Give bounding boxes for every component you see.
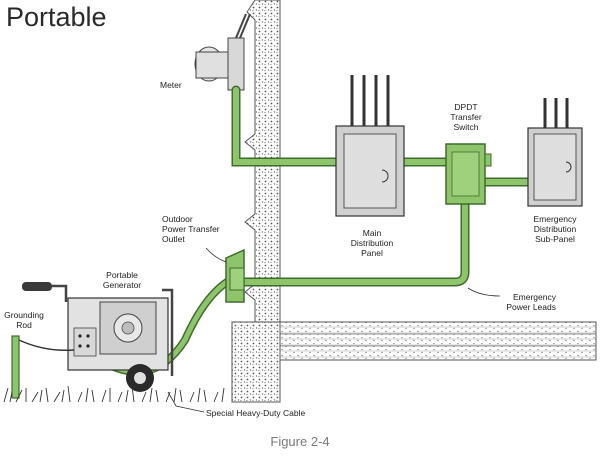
cable-label-text: Special Heavy-Duty Cable bbox=[206, 408, 306, 418]
main-panel-label-line: Panel bbox=[361, 248, 383, 258]
main-panel-label: Main Distribution Panel bbox=[340, 228, 404, 258]
outdoor-outlet-label-line: Outdoor bbox=[162, 214, 193, 224]
grounding-rod-label: Grounding Rod bbox=[2, 310, 46, 330]
grounding-rod-label-line: Rod bbox=[16, 320, 32, 330]
meter-label: Meter bbox=[160, 80, 182, 90]
emergency-sub-panel bbox=[527, 98, 583, 207]
dpdt-switch-label: DPDT Transfer Switch bbox=[438, 102, 494, 132]
portable-generator-label: Portable Generator bbox=[92, 270, 152, 290]
grounding-rod bbox=[11, 335, 75, 399]
figure-caption: Figure 2-4 bbox=[270, 434, 330, 449]
dpdt-switch-label-line: DPDT bbox=[454, 102, 478, 112]
grass bbox=[3, 385, 225, 403]
power-leads-label: Emergency Power Leads bbox=[490, 292, 556, 312]
sub-panel-label-line: Sub-Panel bbox=[535, 234, 575, 244]
page-title: Portable bbox=[6, 2, 107, 32]
sub-panel-label-line: Emergency bbox=[533, 214, 577, 224]
leader-lines bbox=[167, 247, 501, 413]
power-leads-label-line: Power Leads bbox=[506, 302, 556, 312]
meter bbox=[194, 13, 251, 91]
outdoor-outlet-label-line: Outlet bbox=[162, 234, 185, 244]
dpdt-transfer-switch bbox=[445, 143, 492, 205]
outdoor-outlet-label: Outdoor Power Transfer Outlet bbox=[162, 214, 220, 244]
cable-label: Special Heavy-Duty Cable bbox=[206, 408, 305, 418]
meter-label-text: Meter bbox=[160, 80, 182, 90]
sub-panel-label: Emergency Distribution Sub-Panel bbox=[522, 214, 588, 244]
main-panel-label-line: Main bbox=[362, 228, 382, 238]
power-leads-label-line: Emergency bbox=[513, 292, 556, 302]
sub-panel-label-line: Distribution bbox=[533, 224, 577, 234]
outdoor-outlet-label-line: Power Transfer bbox=[162, 224, 220, 234]
portable-generator-label-line: Generator bbox=[102, 280, 142, 290]
portable-generator bbox=[22, 282, 174, 392]
outdoor-transfer-outlet bbox=[225, 248, 245, 303]
foundation-slab bbox=[231, 321, 597, 403]
grounding-rod-label-line: Grounding bbox=[4, 310, 44, 320]
dpdt-switch-label-line: Transfer bbox=[450, 112, 482, 122]
main-distribution-panel bbox=[335, 75, 405, 217]
portable-generator-label-line: Portable bbox=[106, 270, 138, 280]
dpdt-switch-label-line: Switch bbox=[453, 122, 479, 132]
main-panel-label-line: Distribution bbox=[350, 238, 394, 248]
